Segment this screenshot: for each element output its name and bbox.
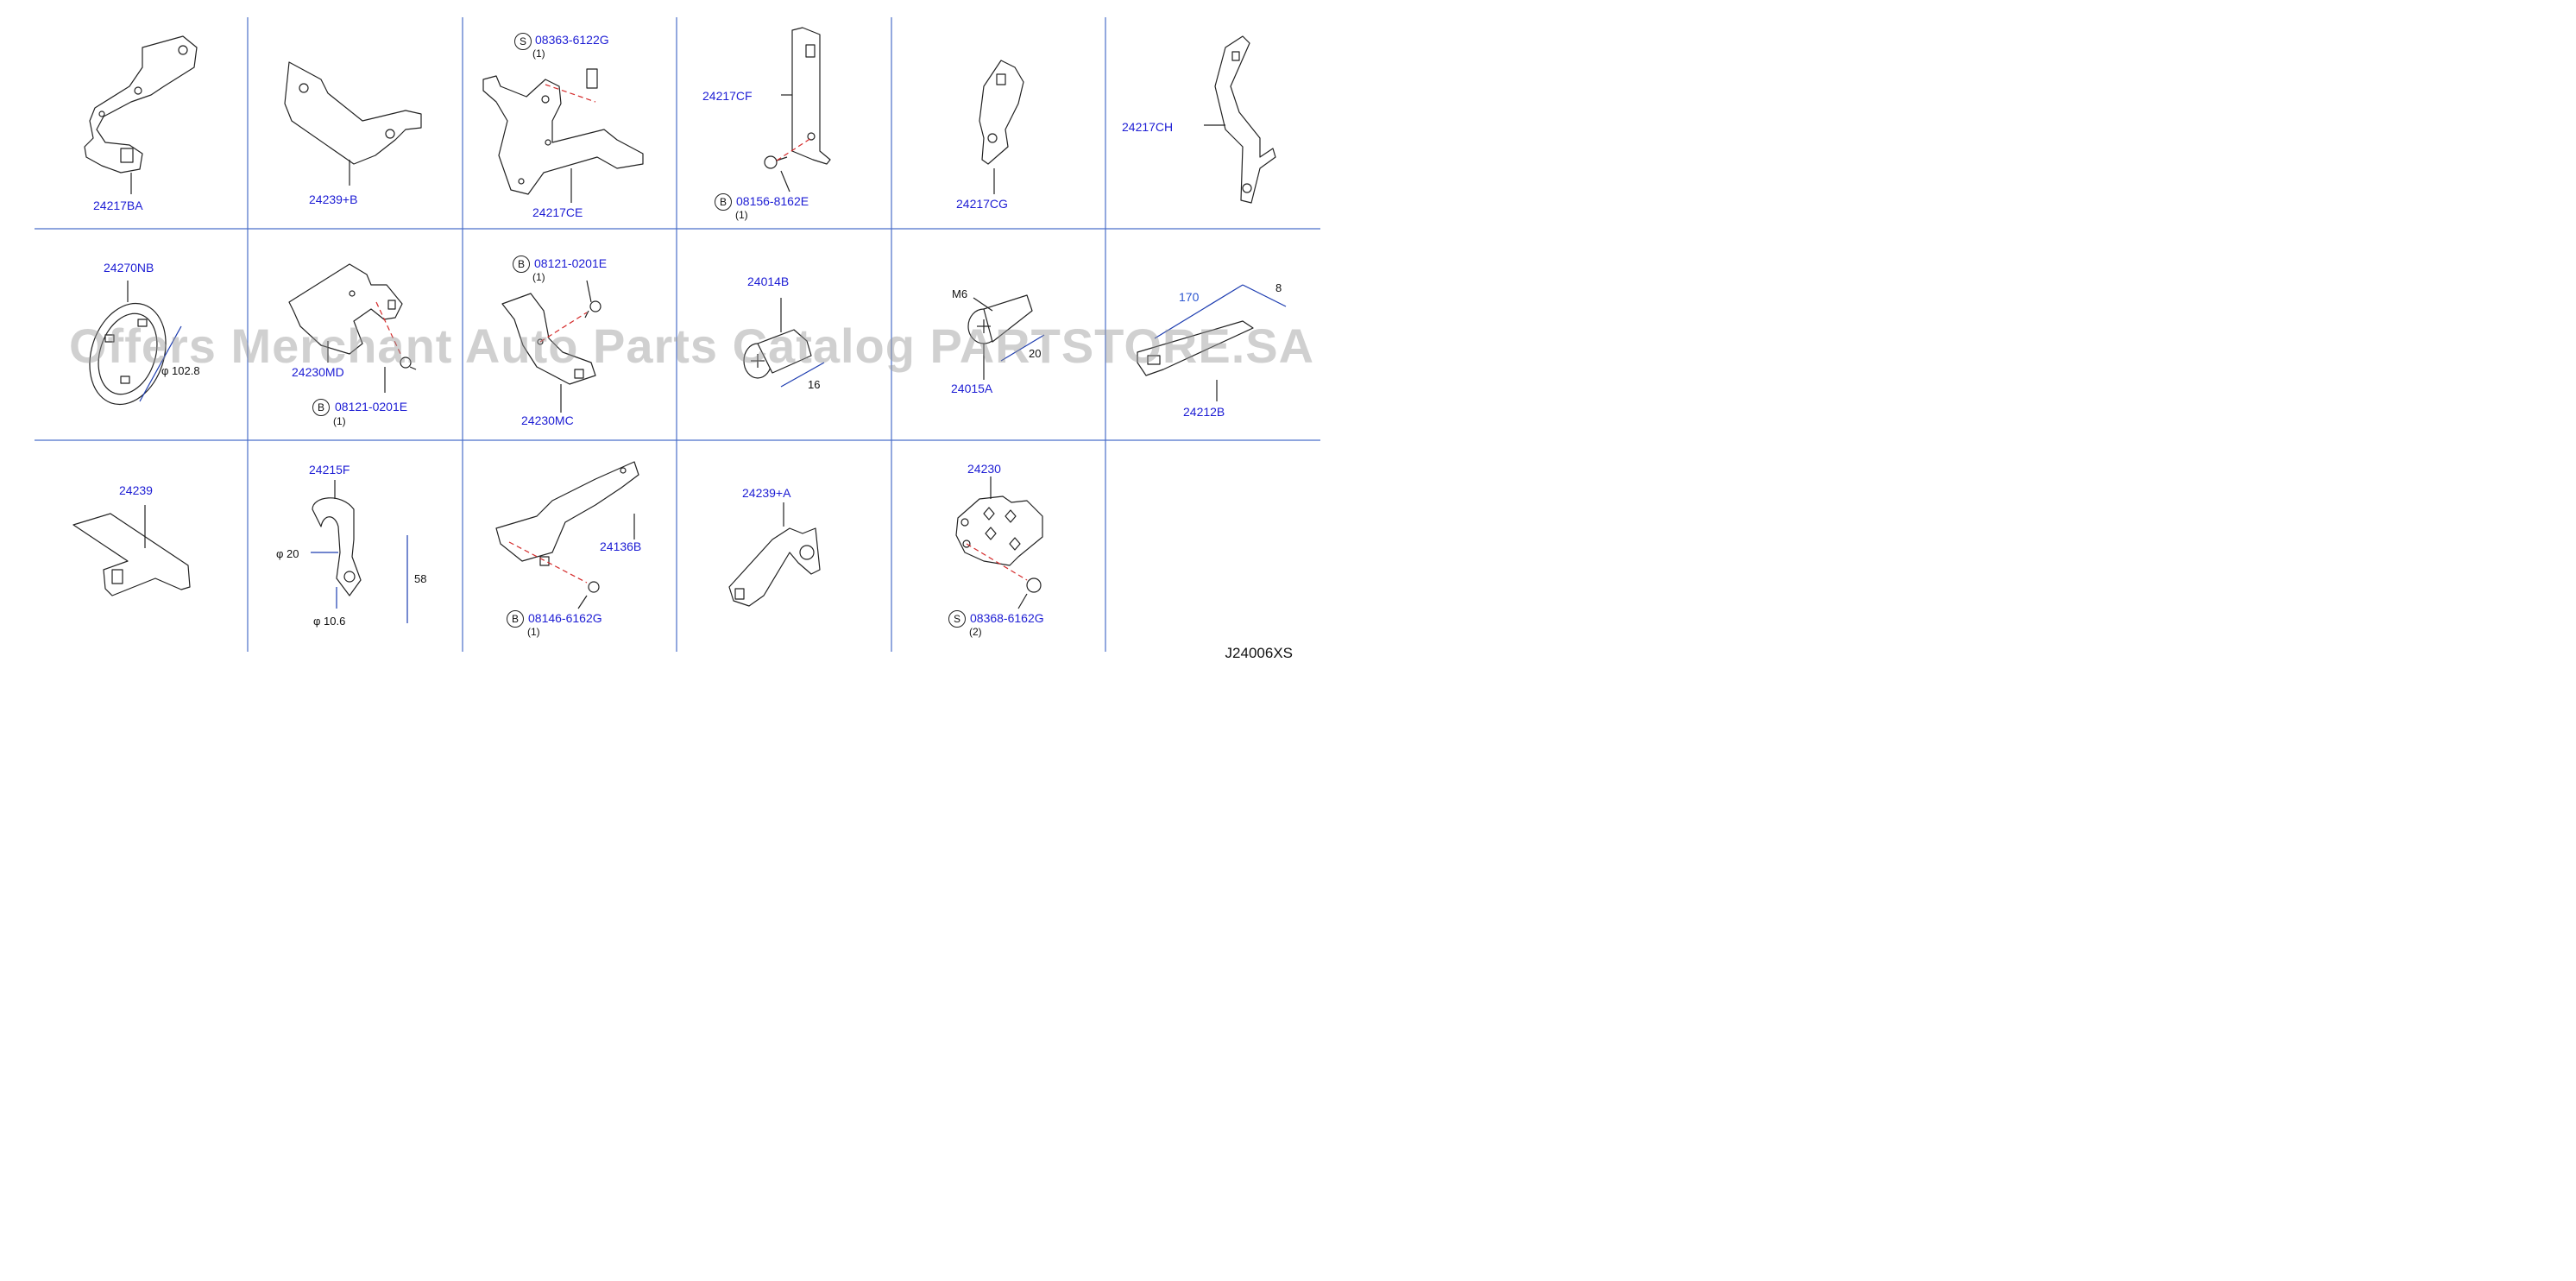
fastener-badge-b: B (513, 256, 530, 273)
part-24230MC-drawing (501, 280, 601, 413)
part-label-24239[interactable]: 24239 (119, 483, 153, 497)
dashed-leaders (375, 84, 1028, 584)
fastener-badge-b: B (312, 399, 330, 416)
fastener-label-08363-6122G[interactable]: 08363-6122G (535, 33, 609, 47)
fastener-label-08368-6162G[interactable]: 08368-6162G (970, 611, 1044, 625)
dimension-diameter: φ 20 (276, 547, 299, 560)
part-24230-drawing (955, 476, 1043, 609)
dimension-length: 20 (1029, 347, 1042, 360)
part-label-24217BA[interactable]: 24217BA (93, 199, 143, 212)
part-label-24239B[interactable]: 24239+B (309, 192, 358, 206)
fastener-qty: (1) (735, 209, 748, 221)
part-24217CE-drawing (482, 68, 644, 203)
part-label-24136B[interactable]: 24136B (600, 540, 642, 553)
dimension-length: 16 (808, 378, 821, 391)
fastener-qty: (1) (527, 626, 540, 638)
part-label-24239A[interactable]: 24239+A (742, 486, 791, 500)
fastener-label-08156-8162E[interactable]: 08156-8162E (736, 194, 809, 208)
part-24239-drawing (72, 505, 191, 596)
fastener-qty: (1) (333, 415, 346, 427)
part-label-24215F[interactable]: 24215F (309, 463, 350, 476)
fastener-badge-b: B (715, 193, 732, 211)
part-label-24230MD[interactable]: 24230MD (292, 365, 344, 379)
diagram-drawing (35, 17, 1320, 652)
dimension-diameter: φ 102.8 (161, 364, 200, 377)
part-label-24217CH[interactable]: 24217CH (1122, 120, 1174, 134)
thread-size: M6 (952, 287, 968, 300)
part-label-24270NB[interactable]: 24270NB (104, 261, 154, 274)
dimension-diameter: φ 10.6 (313, 615, 346, 628)
fastener-badge-b: B (507, 610, 524, 628)
part-label-24015A[interactable]: 24015A (951, 382, 993, 395)
dimension-width: 8 (1275, 281, 1282, 294)
part-24136B-drawing (495, 461, 639, 609)
part-24239A-drawing (728, 502, 821, 607)
dimension-length: 170 (1179, 290, 1200, 304)
fastener-badge-s: S (948, 610, 966, 628)
part-24215F-drawing (311, 480, 408, 623)
part-label-24217CF[interactable]: 24217CF (702, 89, 753, 103)
part-24212B-drawing (1137, 284, 1287, 401)
part-24217CF-drawing (764, 27, 831, 192)
part-24217CG-drawing (979, 60, 1024, 194)
part-label-24217CG[interactable]: 24217CG (956, 197, 1008, 211)
part-24230MD-drawing (288, 263, 417, 393)
dimension-height: 58 (414, 572, 427, 585)
watermark-text: Offers Merchant Auto Parts Catalog PARTS… (69, 319, 1315, 373)
part-24217BA-drawing (84, 35, 198, 194)
part-label-24217CE[interactable]: 24217CE (532, 205, 583, 219)
fastener-qty: (2) (969, 626, 982, 638)
fastener-label-08146-6162G[interactable]: 08146-6162G (528, 611, 602, 625)
part-24270NB-drawing (89, 281, 182, 406)
part-label-24014B[interactable]: 24014B (747, 274, 790, 288)
fastener-qty: (1) (532, 47, 545, 60)
part-24239B-drawing (284, 61, 422, 186)
part-label-24230[interactable]: 24230 (967, 462, 1001, 476)
grid-lines (35, 17, 1320, 652)
part-24014B-drawing (743, 298, 825, 388)
fastener-label-08121-0201E[interactable]: 08121-0201E (534, 256, 608, 270)
diagram-code: J24006XS (1225, 645, 1293, 661)
part-label-24230MC[interactable]: 24230MC (521, 413, 574, 427)
fastener-label-08121-0201E[interactable]: 08121-0201E (335, 400, 408, 413)
part-24015A-drawing (967, 294, 1045, 380)
fastener-qty: (1) (532, 271, 545, 283)
fastener-badge-s: S (514, 33, 532, 50)
part-24217CH-drawing (1204, 35, 1276, 204)
part-label-24212B[interactable]: 24212B (1183, 405, 1225, 419)
